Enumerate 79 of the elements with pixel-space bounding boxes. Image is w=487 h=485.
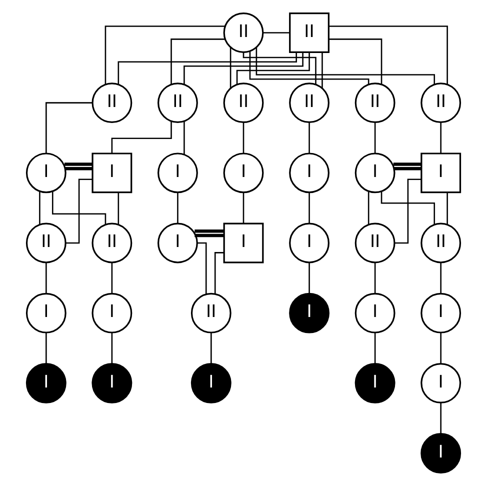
connector — [393, 162, 422, 170]
connector — [440, 332, 442, 364]
connector — [111, 120, 172, 153]
node-circle: I — [92, 292, 132, 333]
connector — [177, 192, 178, 224]
node-circle: II — [26, 222, 66, 263]
connector — [64, 162, 92, 170]
connector — [230, 46, 232, 88]
node-circle: I — [354, 362, 396, 403]
node-circle: II — [420, 82, 462, 123]
node-circle: II — [92, 82, 132, 123]
connector — [374, 332, 376, 364]
node-circle: I — [289, 222, 330, 263]
connector — [214, 252, 224, 294]
connector — [308, 192, 310, 224]
connector — [184, 120, 185, 154]
node-circle: II — [92, 222, 132, 263]
connector — [440, 122, 442, 153]
connector — [446, 192, 448, 224]
node-circle: II — [420, 222, 462, 263]
connector — [368, 190, 370, 224]
connector — [374, 262, 376, 294]
connector — [308, 122, 310, 153]
node-circle: I — [190, 362, 232, 403]
node-circle: II — [223, 82, 264, 123]
node-box: I — [223, 222, 264, 263]
node-circle: I — [158, 222, 198, 263]
connector — [236, 52, 310, 84]
connector — [46, 262, 47, 294]
node-circle: I — [289, 152, 330, 193]
connector — [170, 38, 225, 84]
connector — [111, 262, 113, 294]
connector — [118, 52, 297, 84]
node-circle: I — [26, 362, 66, 403]
node-circle: I — [420, 362, 462, 403]
node-circle: I — [354, 152, 396, 193]
connector — [184, 52, 304, 84]
node-circle: II — [223, 12, 264, 52]
connector — [118, 192, 120, 224]
connector — [52, 190, 106, 224]
node-box: II — [289, 12, 330, 52]
connector — [242, 52, 316, 84]
connector — [46, 332, 47, 364]
connector — [380, 191, 436, 224]
connector — [308, 262, 310, 294]
node-circle: II — [354, 82, 396, 123]
node-circle: I — [420, 432, 462, 473]
node-circle: II — [190, 292, 232, 333]
node-circle: I — [26, 152, 66, 193]
node-circle: II — [289, 82, 330, 123]
node-circle: I — [158, 152, 198, 193]
connector — [242, 192, 244, 224]
connector — [249, 50, 370, 84]
node-circle: I — [289, 292, 330, 333]
connector — [440, 262, 442, 294]
node-circle: I — [223, 152, 264, 193]
connector — [328, 25, 448, 84]
node-circle: II — [354, 222, 396, 263]
connector — [111, 332, 113, 364]
node-box: I — [92, 152, 132, 193]
connector — [263, 32, 290, 33]
connector — [46, 102, 92, 153]
connector — [39, 190, 40, 224]
node-box: I — [420, 152, 462, 193]
connector — [194, 229, 224, 237]
connector — [242, 122, 244, 153]
connector — [329, 38, 382, 84]
connector — [374, 122, 376, 153]
connector — [256, 46, 436, 84]
node-circle: II — [158, 82, 198, 123]
connector — [440, 402, 442, 434]
node-circle: I — [420, 292, 462, 333]
node-circle: I — [26, 292, 66, 333]
connector — [322, 52, 323, 88]
node-circle: I — [92, 362, 132, 403]
connector — [197, 242, 207, 294]
node-circle: I — [354, 292, 396, 333]
connector — [210, 332, 212, 364]
connector — [104, 25, 226, 84]
